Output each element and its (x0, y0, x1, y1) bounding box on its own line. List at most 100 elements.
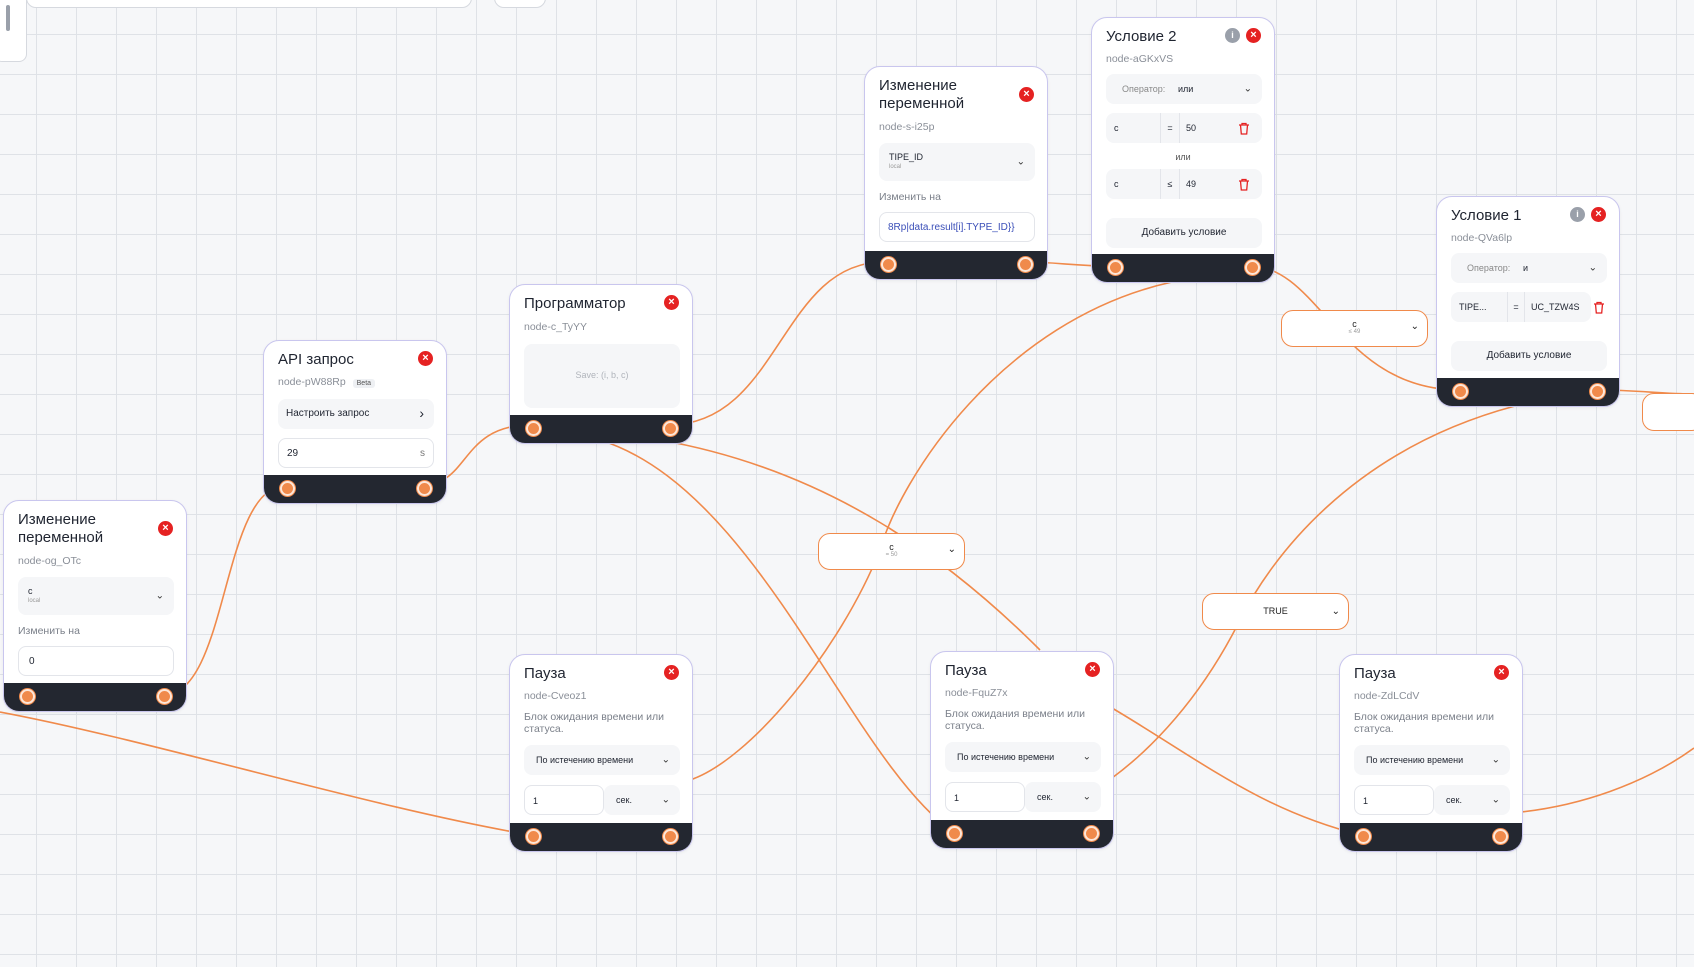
unit-select[interactable]: сек. ⌄ (1434, 785, 1510, 815)
variable-select[interactable]: TIPE_ID local ⌄ (879, 143, 1035, 181)
info-icon[interactable]: i (1570, 207, 1585, 222)
output-port[interactable] (1084, 826, 1099, 841)
trash-icon[interactable] (1238, 178, 1250, 191)
chevron-down-icon: ⌄ (1588, 262, 1597, 274)
joiner-label: или (1175, 152, 1191, 162)
chevron-down-icon: ⌄ (1082, 751, 1091, 763)
edge-setvar-pause1 (0, 711, 532, 836)
node-id: node-Cveoz1 (524, 690, 587, 702)
node-footer (4, 683, 186, 711)
input-port[interactable] (526, 829, 541, 844)
close-icon[interactable]: × (664, 665, 679, 680)
close-icon[interactable]: × (418, 351, 433, 366)
output-port[interactable] (663, 829, 678, 844)
edge-programmer-setvar-top (667, 261, 885, 426)
condition-row-2[interactable]: c ≤ 49 (1106, 169, 1262, 199)
node-condition-1[interactable]: Условие 1 i × node-QVa6lp Оператор: и ⌄ … (1436, 196, 1620, 407)
input-port[interactable] (526, 421, 541, 436)
value-input[interactable]: 0 (18, 646, 174, 676)
edge-label-true[interactable]: TRUE ⌄ (1202, 593, 1349, 630)
close-icon[interactable]: × (158, 521, 173, 536)
output-port[interactable] (1493, 829, 1508, 844)
code-editor-area[interactable]: Save: (i, b, c) (524, 344, 680, 408)
node-footer (264, 475, 446, 503)
output-port[interactable] (1590, 384, 1605, 399)
node-pause-2[interactable]: Пауза × node-FquZ7x Блок ожидания времен… (930, 651, 1114, 849)
output-port[interactable] (1245, 260, 1260, 275)
value-text: 0 (29, 656, 35, 667)
chevron-down-icon: ⌄ (155, 590, 164, 602)
node-set-variable-top[interactable]: Изменение переменной × node-s-i25p TIPE_… (864, 66, 1048, 280)
node-id: node-c_TyYY (524, 321, 588, 333)
timeout-input[interactable]: 29 s (278, 438, 434, 468)
trash-icon[interactable] (1238, 122, 1250, 135)
output-port[interactable] (663, 421, 678, 436)
value-input[interactable]: 8Rp|data.result[i].TYPE_ID}} (879, 212, 1035, 242)
node-condition-2[interactable]: Условие 2 i × node-aGKxVS Оператор: или … (1091, 17, 1275, 283)
node-title: Изменение переменной (879, 77, 965, 112)
input-port[interactable] (280, 481, 295, 496)
configure-request-button[interactable]: Настроить запрос › (278, 399, 434, 429)
node-title: Изменение переменной (18, 511, 104, 546)
add-condition-button[interactable]: Добавить условие (1106, 218, 1262, 248)
operator-select[interactable]: Оператор: или ⌄ (1106, 74, 1262, 104)
value-text: 8Rp|data.result[i].TYPE_ID}} (888, 222, 1015, 233)
duration-input[interactable]: 1 (524, 785, 604, 815)
minimap-scroll-panel[interactable] (0, 0, 27, 62)
output-port[interactable] (1018, 257, 1033, 272)
close-icon[interactable]: × (1494, 665, 1509, 680)
input-port[interactable] (20, 689, 35, 704)
toolbar-button[interactable] (494, 0, 546, 8)
output-port[interactable] (157, 689, 172, 704)
unit-select[interactable]: сек. ⌄ (604, 785, 680, 815)
node-footer (931, 820, 1113, 848)
chevron-down-icon: ⌄ (1243, 83, 1252, 95)
variable-select[interactable]: c local ⌄ (18, 577, 174, 615)
close-icon[interactable]: × (1591, 207, 1606, 222)
node-title: Пауза (945, 662, 987, 679)
partial-node-right[interactable] (1642, 393, 1694, 431)
mode-select[interactable]: По истечению времени ⌄ (1354, 745, 1510, 775)
input-port[interactable] (881, 257, 896, 272)
input-port[interactable] (1453, 384, 1468, 399)
trash-icon[interactable] (1593, 301, 1605, 314)
output-port[interactable] (417, 481, 432, 496)
mode-select[interactable]: По истечению времени ⌄ (524, 745, 680, 775)
mode-select[interactable]: По истечению времени ⌄ (945, 742, 1101, 772)
node-pause-3[interactable]: Пауза × node-ZdLCdV Блок ожидания времен… (1339, 654, 1523, 852)
node-set-variable-left[interactable]: Изменение переменной × node-og_OTc c loc… (3, 500, 187, 712)
variable-name: TIPE_ID (889, 152, 924, 162)
info-icon[interactable]: i (1225, 28, 1240, 43)
node-title: Пауза (524, 665, 566, 682)
chevron-right-icon: › (419, 405, 424, 421)
add-condition-button[interactable]: Добавить условие (1451, 341, 1607, 371)
save-preview: Save: (i, b, c) (575, 370, 629, 380)
node-description: Блок ожидания времени или статуса. (1354, 711, 1494, 735)
scrollbar-thumb[interactable] (6, 5, 10, 31)
condition-row-1[interactable]: c = 50 (1106, 113, 1262, 143)
node-pause-1[interactable]: Пауза × node-Cveoz1 Блок ожидания времен… (509, 654, 693, 852)
input-port[interactable] (1356, 829, 1371, 844)
unit-select[interactable]: сек. ⌄ (1025, 782, 1101, 812)
node-programmer[interactable]: Программатор × node-c_TyYY Save: (i, b, … (509, 284, 693, 444)
close-icon[interactable]: × (664, 295, 679, 310)
close-icon[interactable]: × (1019, 87, 1034, 102)
node-title: Пауза (1354, 665, 1396, 682)
close-icon[interactable]: × (1085, 662, 1100, 677)
operator-select[interactable]: Оператор: и ⌄ (1451, 253, 1607, 283)
chevron-down-icon: ⌄ (661, 794, 670, 806)
node-api-request[interactable]: API запрос × node-pW88Rp Beta Настроить … (263, 340, 447, 504)
input-port[interactable] (1108, 260, 1123, 275)
chevron-down-icon: ⌄ (1491, 754, 1500, 766)
chevron-down-icon: ⌄ (1016, 156, 1025, 168)
node-id: node-QVa6lp (1451, 232, 1513, 244)
condition-row-1[interactable]: TIPE... = UC_TZW4S (1451, 292, 1591, 322)
edge-label-c-eq-50[interactable]: c = 50 ⌄ (818, 533, 965, 570)
duration-input[interactable]: 1 (1354, 785, 1434, 815)
node-id: node-s-i25p (879, 121, 935, 133)
variable-scope: local (889, 164, 902, 170)
close-icon[interactable]: × (1246, 28, 1261, 43)
duration-input[interactable]: 1 (945, 782, 1025, 812)
input-port[interactable] (947, 826, 962, 841)
edge-label-c-le-49[interactable]: c ≤ 49 ⌄ (1281, 310, 1428, 347)
